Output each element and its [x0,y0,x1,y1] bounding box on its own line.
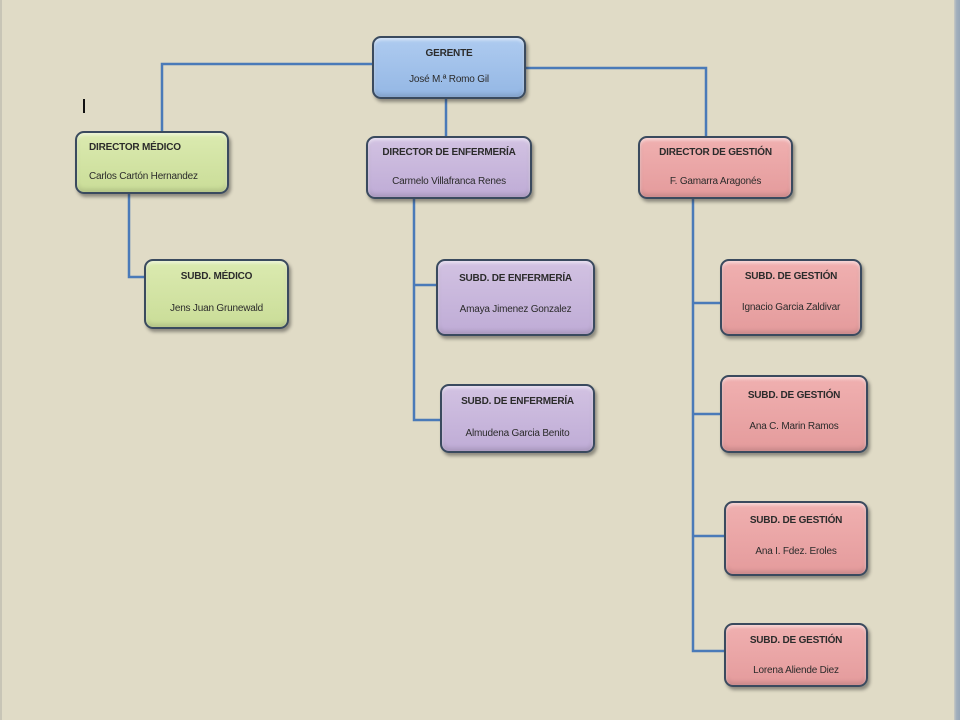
connector-gerente-director-medico [160,62,372,132]
node-person-name: Amaya Jimenez Gonzalez [459,304,572,315]
node-person-name: Lorena Aliende Diez [753,665,839,676]
node-person-name: Almudena Garcia Benito [465,428,570,439]
node-role: SUBD. MÉDICO [180,271,253,282]
node-person-name: Ana I. Fdez. Eroles [755,546,837,557]
node-role: DIRECTOR MÉDICO [89,142,181,153]
window-left-edge [0,0,2,720]
node-subd-medico[interactable]: SUBD. MÉDICO Jens Juan Grunewald [144,259,289,329]
node-director-medico[interactable]: DIRECTOR MÉDICO Carlos Cartón Hernandez [75,131,229,194]
node-person-name: Ana C. Marin Ramos [749,421,839,432]
node-role: SUBD. DE GESTIÓN [749,635,843,646]
node-role: SUBD. DE GESTIÓN [749,515,843,526]
node-subd-enfermeria-1[interactable]: SUBD. DE ENFERMERÍA Amaya Jimenez Gonzal… [436,259,595,336]
node-role: SUBD. DE ENFERMERÍA [461,396,574,407]
node-person-name: Ignacio Garcia Zaldivar [741,302,841,313]
node-subd-gestion-3[interactable]: SUBD. DE GESTIÓN Ana I. Fdez. Eroles [724,501,868,576]
node-gerente[interactable]: GERENTE José M.ª Romo Gil [372,36,526,99]
node-director-gestion[interactable]: DIRECTOR DE GESTIÓN F. Gamarra Aragonés [638,136,793,199]
node-subd-gestion-1[interactable]: SUBD. DE GESTIÓN Ignacio Garcia Zaldivar [720,259,862,336]
connector-director-medico-subd-medico [127,194,148,279]
node-role: SUBD. DE ENFERMERÍA [459,273,572,284]
node-role: DIRECTOR DE ENFERMERÍA [382,147,516,158]
node-role: DIRECTOR DE GESTIÓN [659,147,772,158]
node-person-name: F. Gamarra Aragonés [669,176,762,187]
node-person-name: José M.ª Romo Gil [409,74,489,85]
node-subd-enfermeria-2[interactable]: SUBD. DE ENFERMERÍA Almudena Garcia Beni… [440,384,595,453]
node-person-name: Carmelo Villafranca Renes [392,176,506,187]
node-director-enfermeria[interactable]: DIRECTOR DE ENFERMERÍA Carmelo Villafran… [366,136,532,199]
connector-director-enfermeria-trunk [412,198,442,422]
connector-gerente-director-gestion [526,66,708,136]
connector-director-gestion-trunk [691,198,726,653]
window-right-edge [954,0,960,720]
node-subd-gestion-2[interactable]: SUBD. DE GESTIÓN Ana C. Marin Ramos [720,375,868,453]
node-subd-gestion-4[interactable]: SUBD. DE GESTIÓN Lorena Aliende Diez [724,623,868,687]
node-person-name: Carlos Cartón Hernandez [89,171,198,182]
node-person-name: Jens Juan Grunewald [170,303,263,314]
node-role: SUBD. DE GESTIÓN [744,271,838,282]
text-cursor-icon [83,99,85,113]
node-role: GERENTE [425,48,473,59]
node-role: SUBD. DE GESTIÓN [747,390,841,401]
